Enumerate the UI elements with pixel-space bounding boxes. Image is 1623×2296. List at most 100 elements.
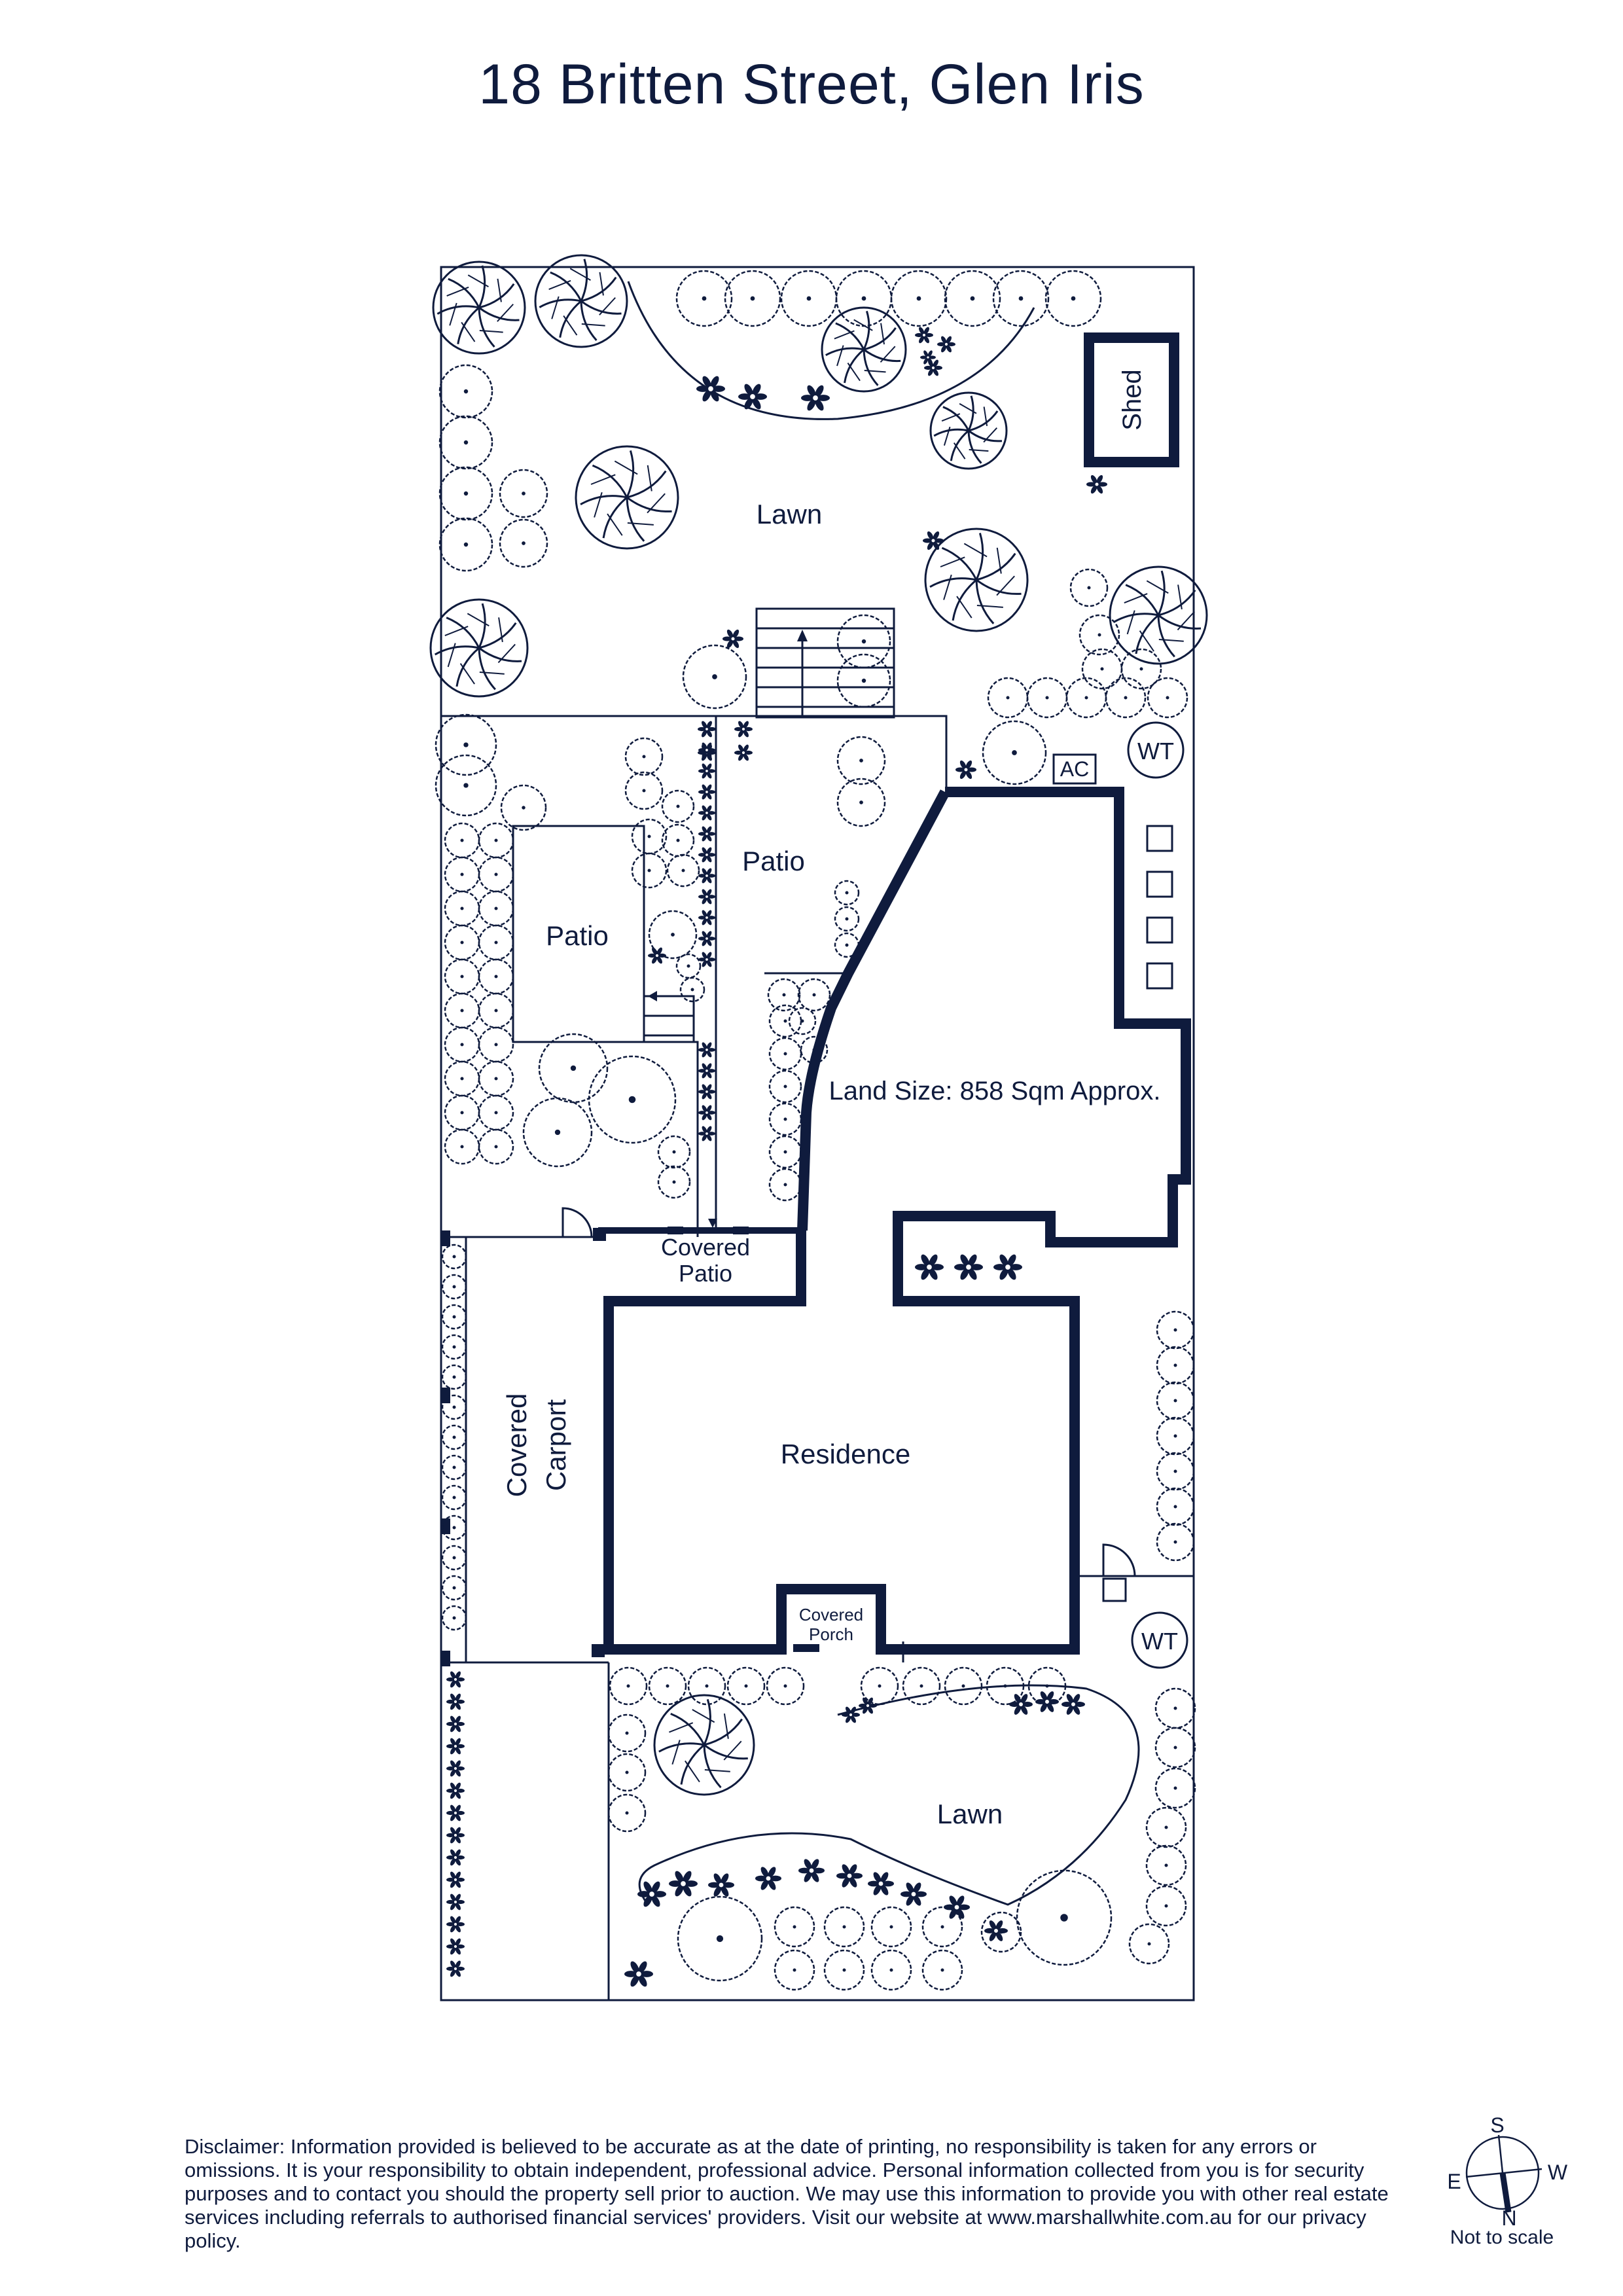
flower-symbol (446, 1916, 465, 1933)
tree-symbol (575, 445, 679, 550)
shrub-symbol (768, 1135, 802, 1169)
flower-symbol (984, 1920, 1008, 1941)
shrub-symbol (478, 1026, 514, 1063)
shrub-symbol (478, 992, 514, 1029)
shrub-symbol (921, 1906, 963, 1948)
shrub-symbol (441, 1364, 467, 1390)
shrub-symbol (766, 1666, 805, 1706)
shrub-symbol (724, 270, 781, 327)
shrub-symbol (607, 1793, 647, 1833)
shrub-symbol (441, 1394, 467, 1420)
shrub-symbol (478, 822, 514, 859)
tree-symbol (821, 306, 907, 393)
shrub-symbol (438, 415, 493, 470)
shrub-symbol (788, 1007, 817, 1035)
shrub-symbol (478, 856, 514, 893)
shrub-symbol (986, 1666, 1025, 1706)
flower-symbol (698, 805, 715, 821)
shrub-symbol (444, 992, 480, 1029)
shrub-symbol (870, 1906, 912, 1948)
shrub-symbol (836, 778, 886, 827)
compass-ring (1465, 2136, 1540, 2210)
shrub-symbol (441, 1515, 467, 1541)
shrub-symbol (648, 910, 698, 960)
flower-symbol (798, 1859, 825, 1882)
shrub-symbol (780, 270, 838, 327)
flower-symbol (955, 760, 977, 780)
shrub-symbol (992, 270, 1050, 327)
shrub-symbol (624, 737, 664, 776)
flower-symbol (446, 1960, 465, 1977)
shrub-symbol (834, 880, 860, 906)
compass-n: N (1501, 2206, 1516, 2230)
shrub-symbol (1156, 1310, 1195, 1350)
shrub-symbol (441, 1304, 467, 1330)
shrub-symbol (860, 1666, 899, 1706)
shrub-symbol (797, 978, 831, 1012)
lawn-curve-rear (627, 281, 1035, 420)
scale-note: Not to scale (1450, 2227, 1554, 2248)
tree-symbol (929, 391, 1008, 470)
flower-symbol (755, 1867, 781, 1890)
flower-symbol (801, 385, 830, 411)
shrub-symbol (834, 932, 860, 958)
shrub-symbol (441, 1454, 467, 1480)
shrub-symbol (657, 1135, 691, 1169)
tree-symbol (534, 254, 628, 348)
flower-symbol (1061, 1694, 1085, 1715)
shrub-symbol (441, 1274, 467, 1300)
shrub-symbol (836, 614, 891, 669)
shrub-symbol (435, 713, 497, 776)
disclaimer-text: Disclaimer: Information provided is beli… (185, 2135, 1389, 2252)
shrub-symbol (1154, 1767, 1196, 1809)
flower-symbol (698, 1042, 715, 1058)
flower-symbol (669, 1871, 698, 1897)
flower-symbol (446, 1671, 465, 1688)
flower-symbol (698, 721, 715, 737)
flower-symbol (734, 744, 753, 761)
shrub-symbol (679, 977, 705, 1003)
shrub-symbol (774, 1949, 815, 1991)
shrub-symbol (687, 1666, 726, 1706)
shrub-symbol (1156, 1522, 1195, 1562)
shrub-symbol (631, 818, 668, 855)
ac-label: AC (1060, 757, 1089, 781)
shrub-symbol (944, 1666, 983, 1706)
shrub-symbol (1156, 1416, 1195, 1456)
shrub-symbol (444, 890, 480, 927)
flower-symbol (1086, 475, 1108, 494)
flower-symbol (698, 1063, 715, 1079)
shrub-symbol (435, 754, 497, 817)
shrub-symbol (1105, 677, 1147, 719)
shrub-symbol (1069, 568, 1109, 607)
shrub-symbol (657, 1165, 691, 1199)
flower-symbol (698, 763, 715, 779)
flower-symbol (708, 1873, 734, 1897)
shrub-symbol (1154, 1727, 1196, 1768)
flower-symbol (1009, 1694, 1033, 1715)
shrub-symbol (768, 1037, 802, 1071)
residence-walls-upper (603, 787, 1191, 1655)
shrub-symbol (444, 856, 480, 893)
shrub-symbol (624, 771, 664, 810)
shrub-symbol (1027, 1666, 1067, 1706)
shrub-symbol (500, 784, 547, 831)
flower-symbol (722, 629, 744, 649)
shrub-symbol (441, 1244, 467, 1270)
shrub-symbol (438, 364, 493, 419)
shrub-symbol (1016, 1869, 1113, 1966)
shrub-symbol (478, 1094, 514, 1131)
flower-symbol (993, 1254, 1022, 1280)
shrub-symbol (441, 1334, 467, 1360)
shrub-symbol (648, 1666, 687, 1706)
flower-symbol (637, 1881, 666, 1907)
shrub-symbol (768, 1102, 802, 1136)
shrub-symbol (1044, 270, 1102, 327)
shrub-symbol (1079, 614, 1120, 656)
stairs-rear (755, 607, 895, 719)
flower-symbol (698, 931, 715, 946)
shrub-symbol (438, 517, 493, 572)
shrub-symbol (661, 823, 695, 857)
page-title: 18 Britten Street, Glen Iris (478, 53, 1145, 116)
